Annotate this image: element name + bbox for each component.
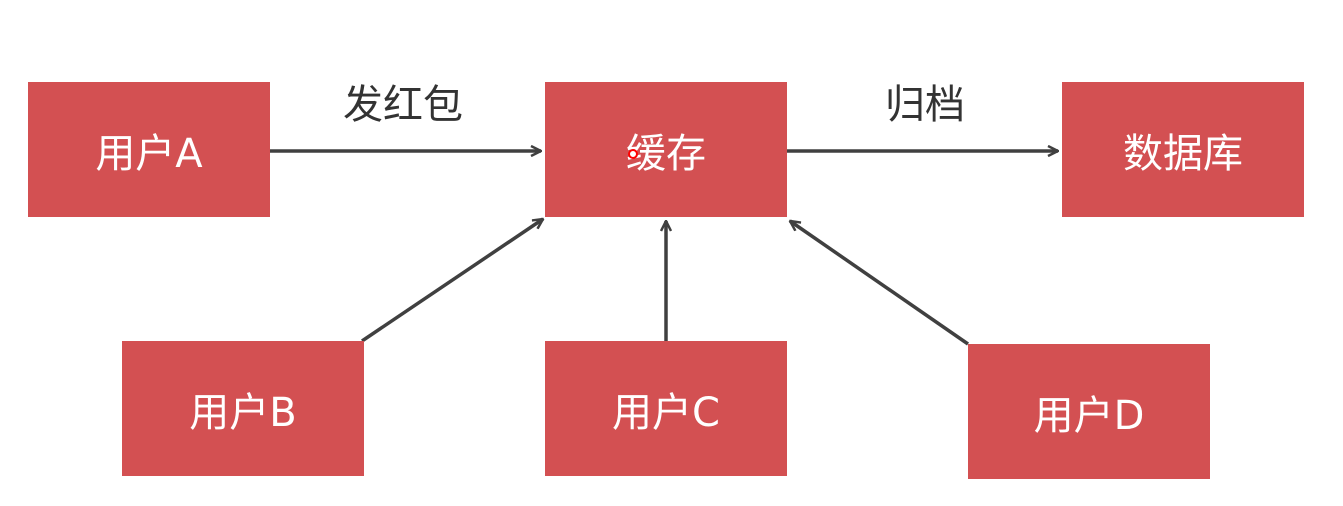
node-cache: 缓存 bbox=[545, 82, 787, 217]
edge-label-send-red-packet: 发红包 bbox=[343, 82, 463, 128]
edge-label-archive: 归档 bbox=[885, 82, 965, 128]
cursor-pointer-icon bbox=[628, 149, 638, 159]
arrow-b-to-cache bbox=[361, 219, 543, 343]
node-user-b: 用户B bbox=[122, 341, 364, 476]
node-user-d: 用户D bbox=[968, 344, 1210, 479]
node-database: 数据库 bbox=[1062, 82, 1304, 217]
node-user-a: 用户A bbox=[28, 82, 270, 217]
node-user-c: 用户C bbox=[545, 341, 787, 476]
arrow-d-to-cache bbox=[790, 221, 969, 346]
